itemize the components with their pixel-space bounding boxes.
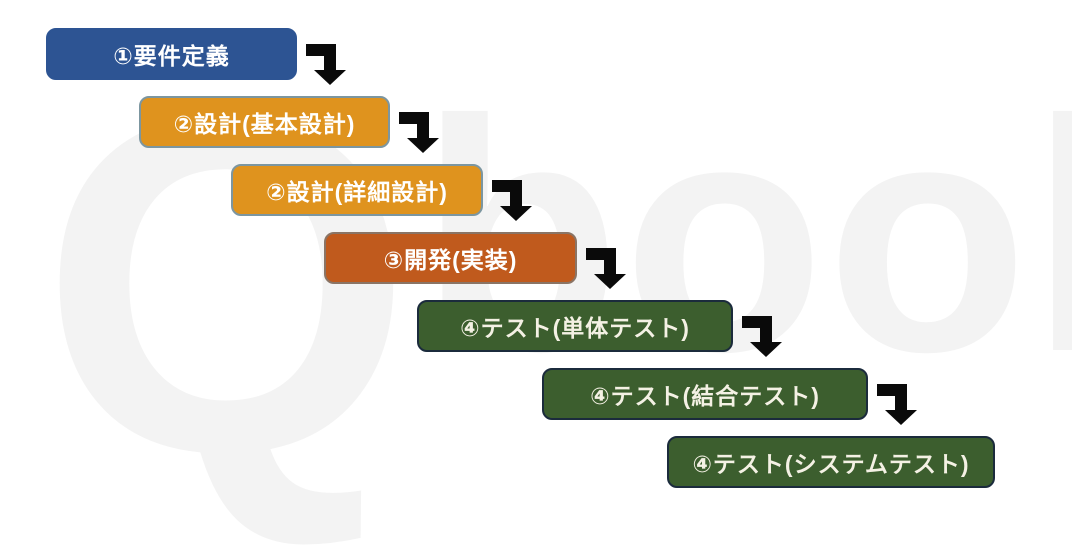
- phase-box-development: ③開発(実装): [324, 232, 577, 284]
- elbow-down-arrow-icon: [586, 248, 626, 289]
- phase-box-unit-test: ④テスト(単体テスト): [417, 300, 733, 352]
- phase-box-detailed-design: ②設計(詳細設計): [231, 164, 483, 216]
- elbow-down-arrow-icon: [877, 384, 917, 425]
- elbow-down-arrow-icon: [492, 180, 532, 221]
- elbow-down-arrow-icon: [306, 44, 346, 85]
- phase-box-integration-test: ④テスト(結合テスト): [542, 368, 868, 420]
- elbow-down-arrow-icon: [399, 112, 439, 153]
- phase-box-basic-design: ②設計(基本設計): [139, 96, 390, 148]
- phase-box-requirements: ①要件定義: [46, 28, 297, 80]
- phase-box-system-test: ④テスト(システムテスト): [667, 436, 995, 488]
- elbow-down-arrow-icon: [742, 316, 782, 357]
- waterfall-diagram: Qbook ①要件定義 ②設計(基本設計) ②設計(詳細設計) ③開発(実装) …: [40, 28, 1072, 524]
